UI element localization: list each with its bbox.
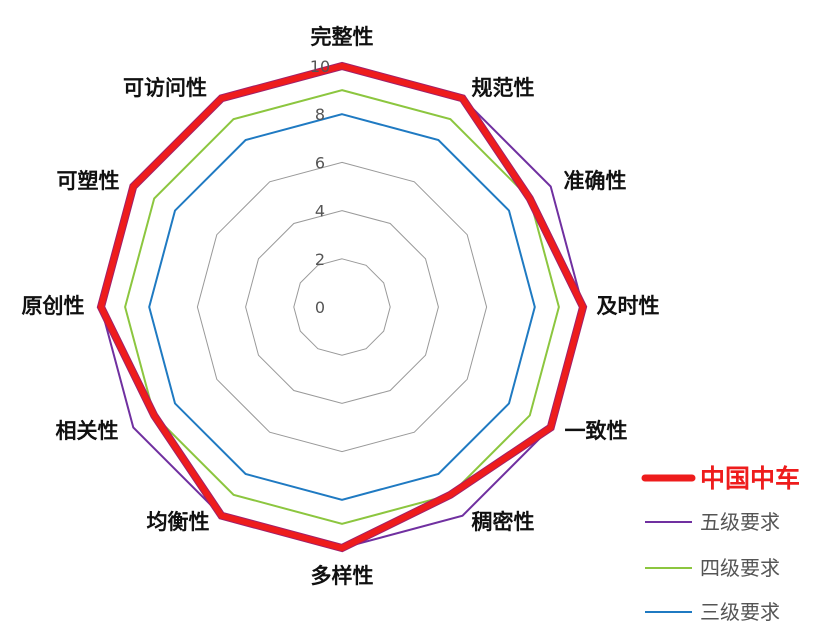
tick-label: 4 xyxy=(315,202,325,221)
legend-label: 三级要求 xyxy=(700,600,780,624)
axis-label: 规范性 xyxy=(472,76,535,100)
legend-label: 五级要求 xyxy=(700,510,780,534)
series-line-五级要求 xyxy=(99,64,585,550)
series-line-四级要求 xyxy=(124,89,560,525)
axis-label: 多样性 xyxy=(311,564,374,588)
axis-label: 一致性 xyxy=(565,419,628,443)
series-line-中国中车 xyxy=(97,62,587,552)
axis-label: 原创性 xyxy=(22,294,85,318)
grid-ring-10 xyxy=(100,65,584,549)
axis-label: 及时性 xyxy=(597,294,660,318)
legend-label: 四级要求 xyxy=(700,556,780,580)
tick-label: 2 xyxy=(315,250,325,269)
tick-label: 8 xyxy=(315,105,325,124)
axis-label: 可访问性 xyxy=(123,76,207,100)
grid-ring-4 xyxy=(245,210,439,404)
axis-label: 准确性 xyxy=(564,169,627,193)
grid-ring-2 xyxy=(293,258,391,356)
axis-label: 稠密性 xyxy=(472,510,535,534)
series-line-三级要求 xyxy=(148,113,536,501)
tick-label: 10 xyxy=(310,57,330,76)
grid-ring-6 xyxy=(196,161,488,453)
series-underlay-中国中车 xyxy=(96,61,588,553)
axis-label: 可塑性 xyxy=(57,169,120,193)
axis-label: 相关性 xyxy=(56,419,119,443)
tick-label: 6 xyxy=(315,153,325,172)
tick-labels: 0 2 4 6 8 10 xyxy=(310,57,330,317)
grid xyxy=(100,65,584,549)
legend-label: 中国中车 xyxy=(700,464,800,493)
axis-label: 均衡性 xyxy=(147,510,210,534)
axis-label: 完整性 xyxy=(311,25,374,49)
series-group xyxy=(96,61,588,553)
grid-ring-8 xyxy=(148,113,536,501)
tick-label: 0 xyxy=(315,298,325,317)
